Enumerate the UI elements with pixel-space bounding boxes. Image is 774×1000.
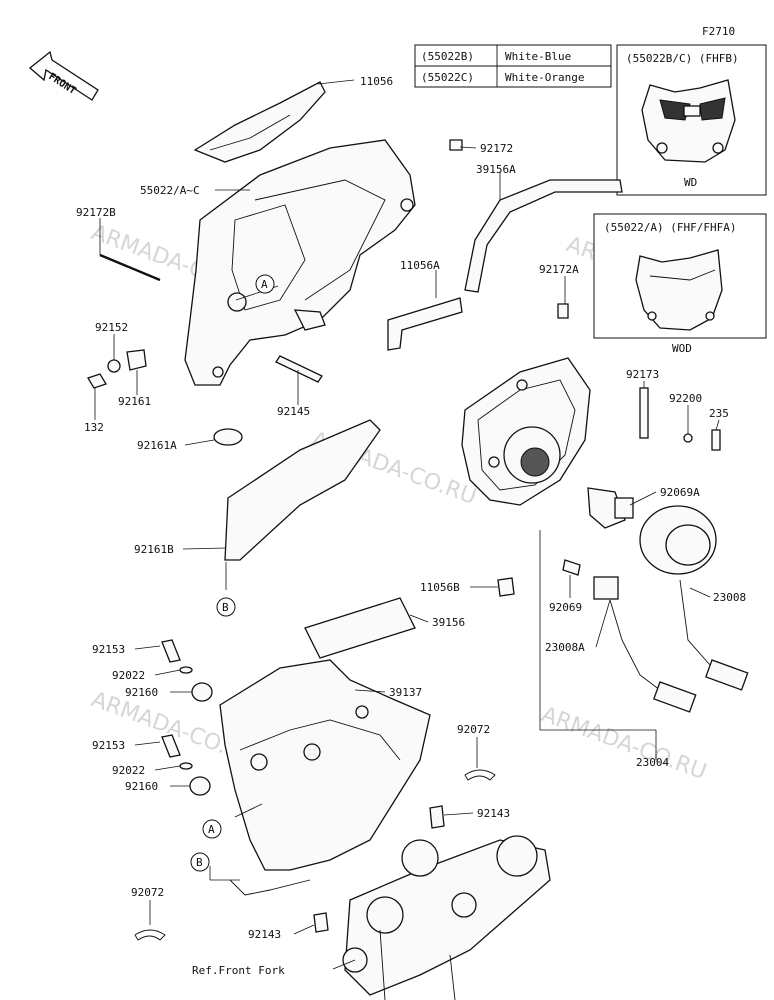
bolt-92172B (99, 253, 161, 282)
spring-92145 (275, 355, 323, 383)
callout-b: B (190, 852, 210, 872)
color-name: White-Blue (505, 50, 571, 63)
part-label: 92173 (626, 368, 659, 381)
bolt-132 (87, 373, 107, 389)
grommet-92160 (191, 682, 213, 702)
front-fork-crown (342, 835, 551, 1000)
part-label: 92172B (76, 206, 116, 219)
part-label: 23008A (545, 641, 585, 654)
grommet-92161A (213, 428, 243, 446)
part-label: 92161 (118, 395, 151, 408)
inset-title: (55022/A) (FHF/FHFA) (604, 221, 736, 234)
callout-letter: B (196, 856, 203, 869)
part-labels: 11056 92172 39156A 55022/A~C 92172B 1105… (76, 75, 746, 977)
callout-letter: A (261, 278, 268, 291)
part-label: 39156 (432, 616, 465, 629)
socket-23008 (639, 505, 749, 691)
clip-11056B (497, 577, 515, 597)
part-label: 92143 (248, 928, 281, 941)
sheet-39156 (304, 597, 416, 659)
part-label: 92069 (549, 601, 582, 614)
screw-92172A (557, 303, 569, 319)
grommet-92161 (126, 349, 147, 371)
color-code: (55022C) (421, 71, 474, 84)
part-label: 92153 (92, 643, 125, 656)
part-label: 92172 (480, 142, 513, 155)
part-label: 92152 (95, 321, 128, 334)
front-arrow-icon: FRONT (28, 50, 99, 101)
part-label: 92022 (112, 764, 145, 777)
collar-92152 (107, 359, 121, 373)
washer-92022 (179, 666, 193, 674)
watermark: ARMADA-CO.RU (538, 702, 710, 785)
callout-b: B (216, 597, 236, 617)
screen-11056 (193, 81, 326, 163)
callout-letter: B (222, 601, 229, 614)
upper-cowl-55022 (184, 139, 416, 386)
part-label: 92200 (669, 392, 702, 405)
color-name: White-Orange (505, 71, 584, 84)
bracket-11056A (387, 297, 463, 351)
screw-92172 (449, 139, 463, 151)
page-code: F2710 (702, 25, 735, 38)
part-label: 23008 (713, 591, 746, 604)
part-label: 92072 (457, 723, 490, 736)
bulb-92069 (562, 559, 581, 576)
part-label: 92143 (477, 807, 510, 820)
part-label: 235 (709, 407, 729, 420)
part-label: 11056B (420, 581, 460, 594)
part-label: 92072 (131, 886, 164, 899)
part-label: 92153 (92, 739, 125, 752)
part-label: 11056 (360, 75, 393, 88)
inset-caption: WD (684, 176, 697, 189)
inset-title: (55022B/C) (FHFB) (626, 52, 739, 65)
part-label: 132 (84, 421, 104, 434)
socket-23008A (593, 576, 697, 713)
part-label: 92022 (112, 669, 145, 682)
part-label: 92069A (660, 486, 700, 499)
inset-caption: WOD (672, 342, 692, 355)
stay-39137 (219, 659, 431, 896)
washer-92022 (179, 762, 193, 770)
collar-92143 (313, 912, 329, 933)
part-label: 39137 (389, 686, 422, 699)
part-label: 92161B (134, 543, 174, 556)
band-92173 (639, 387, 649, 439)
part-label: 92160 (125, 686, 158, 699)
inset-wod: (55022/A) (FHF/FHFA) WOD (593, 213, 767, 355)
washer-92200 (683, 433, 693, 443)
part-label: 11056A (400, 259, 440, 272)
bulb-92069A (587, 487, 634, 529)
trim-39156A (464, 179, 623, 293)
part-label: Ref.Front Fork (192, 964, 285, 977)
color-code: (55022B) (421, 50, 474, 63)
collar-92143 (429, 805, 445, 829)
bolt-92153 (161, 639, 181, 663)
callout-a: A (255, 274, 275, 294)
screw-235 (711, 429, 721, 451)
inset-wd: (55022B/C) (FHFB) WD (616, 44, 767, 196)
part-label: 92145 (277, 405, 310, 418)
band-92072 (464, 769, 496, 781)
callout-letter: A (208, 823, 215, 836)
plate-92161B (224, 419, 381, 561)
band-92072 (134, 929, 166, 941)
bolt-92153 (161, 734, 181, 758)
leader-lines (94, 79, 720, 970)
part-label: 23004 (636, 756, 669, 769)
part-label: 92161A (137, 439, 177, 452)
headlight-assembly-23004 (461, 357, 591, 506)
part-label: 39156A (476, 163, 516, 176)
part-label: 55022/A~C (140, 184, 200, 197)
callout-a: A (202, 819, 222, 839)
color-table: (55022B) White-Blue (55022C) White-Orang… (414, 44, 612, 88)
part-label: 92160 (125, 780, 158, 793)
grommet-92160 (189, 776, 211, 796)
part-label: 92172A (539, 263, 579, 276)
